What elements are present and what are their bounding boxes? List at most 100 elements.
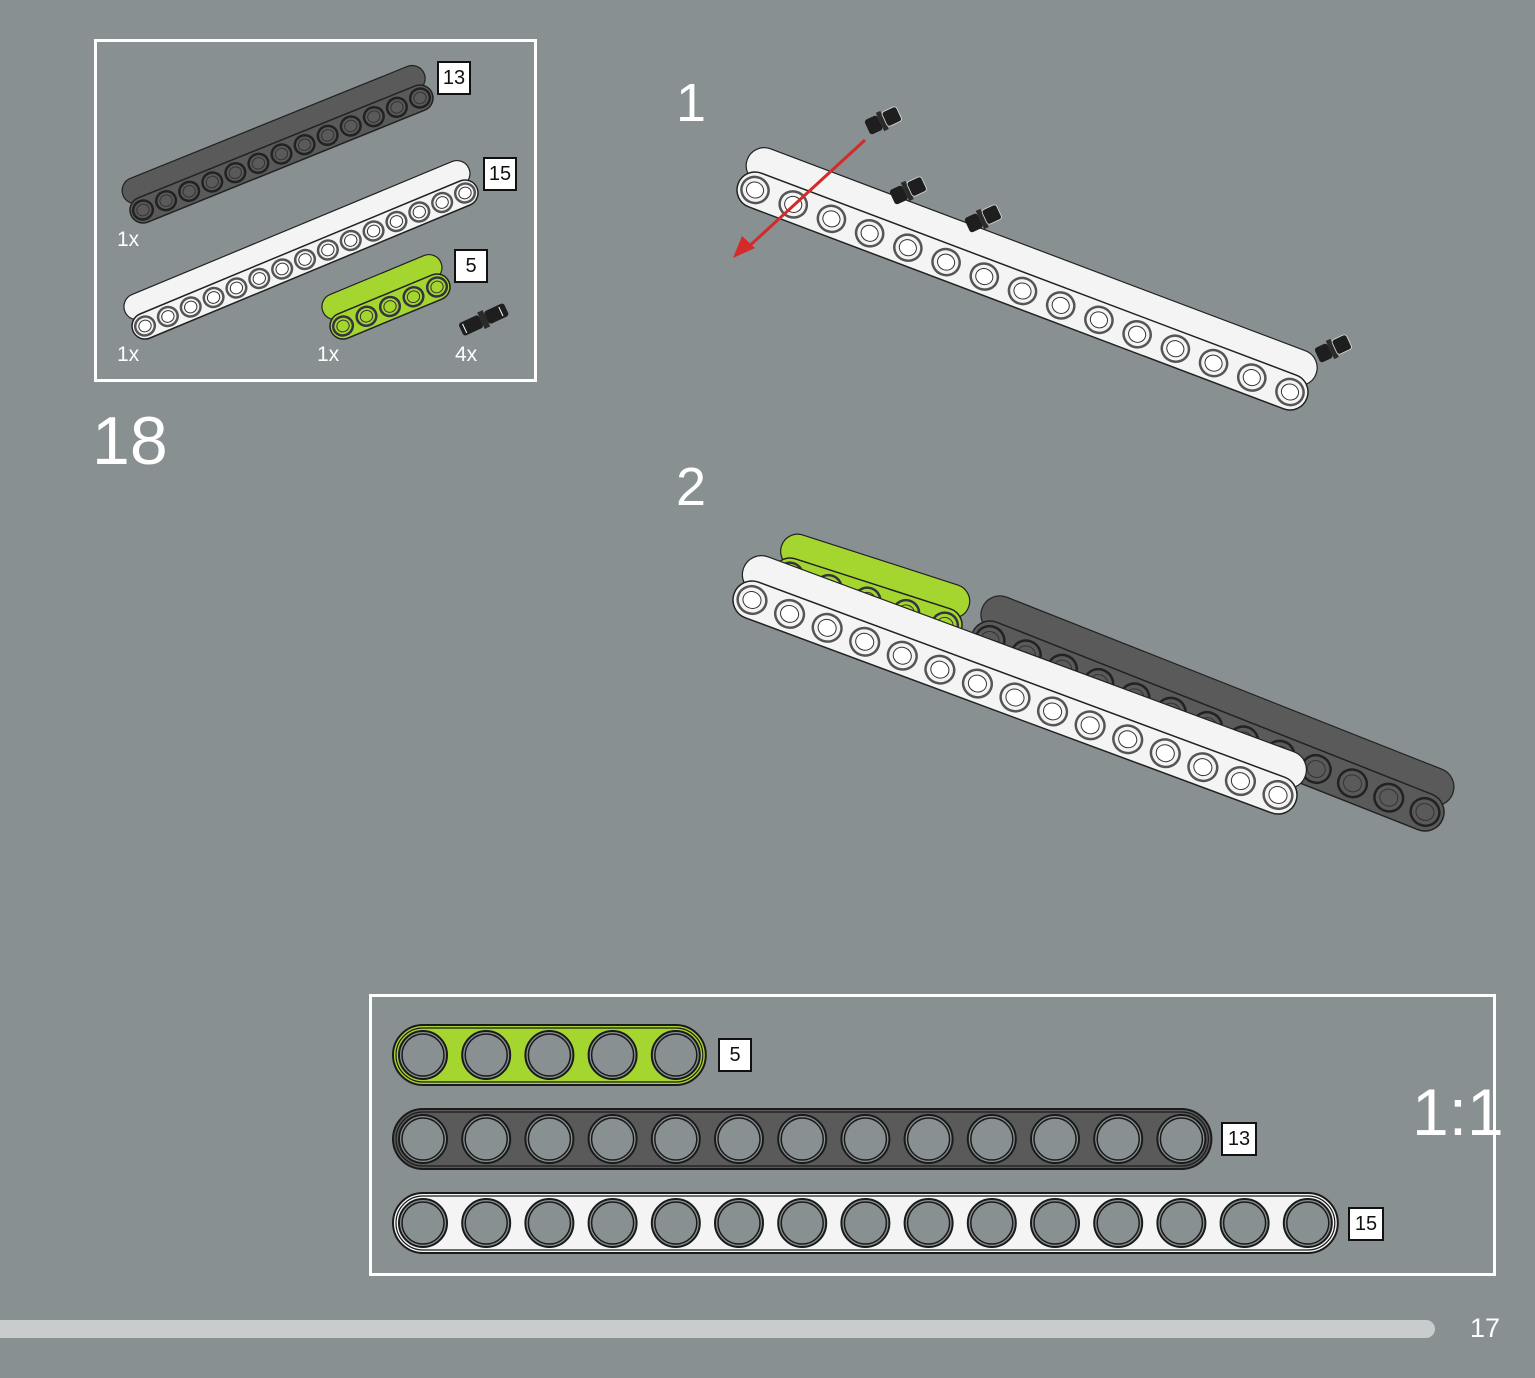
beam-hole	[1224, 766, 1257, 797]
beam-hole	[849, 626, 881, 657]
scale-tag-5: 5	[718, 1038, 752, 1072]
parts-list-box	[94, 39, 537, 382]
beam-hole	[362, 105, 385, 128]
beam-hole	[431, 191, 454, 214]
beam-hole	[1045, 291, 1076, 320]
lime-beam-5	[321, 254, 451, 340]
beam-hole	[811, 612, 843, 643]
substep-1-pin-floating	[864, 106, 902, 135]
beam-hole	[1007, 276, 1038, 306]
beam-hole	[225, 277, 248, 299]
substep-1-label: 1	[676, 73, 707, 133]
insert-arrow	[743, 138, 867, 252]
beam-hole	[1373, 782, 1405, 813]
beam-hole	[425, 276, 449, 298]
beam-hole	[736, 584, 768, 616]
substep-2-white-beam	[732, 555, 1307, 815]
beam-hole	[133, 315, 157, 337]
beam-hole	[155, 189, 178, 212]
quantity-connector-pin: 4x	[455, 343, 478, 366]
connector-pin-part	[459, 303, 509, 336]
beam-hole	[1409, 796, 1441, 828]
beam-hole	[1160, 334, 1191, 364]
scale-beam-5	[392, 1024, 707, 1086]
beam-hole	[355, 305, 378, 327]
dark-gray-beam-13-part	[121, 64, 434, 224]
scale-beam-13-shape	[392, 1108, 1213, 1170]
progress-bar	[0, 1320, 1435, 1338]
beam-hole	[131, 199, 155, 221]
dark-gray-beam-13	[121, 64, 434, 224]
scale-ratio-label: 1:1	[1412, 1075, 1504, 1149]
beam-hole	[402, 286, 425, 308]
insert-arrow-head	[733, 236, 755, 258]
beam-hole	[1275, 377, 1305, 407]
beam-hole	[1074, 710, 1106, 741]
beam-hole	[1198, 348, 1229, 378]
beam-hole	[1084, 305, 1114, 335]
beam-hole	[156, 305, 179, 328]
beam-hole	[316, 239, 339, 261]
step-number: 18	[92, 403, 168, 479]
beam-hole	[893, 233, 923, 263]
beam-hole	[385, 210, 408, 233]
beam-hole	[778, 190, 809, 219]
beam-hole	[248, 267, 271, 290]
quantity-white-beam: 1x	[117, 343, 140, 366]
beam-hole	[362, 220, 385, 242]
beam-hole	[1236, 363, 1267, 392]
scale-beam-15-shape	[392, 1192, 1339, 1254]
scale-beam-13	[392, 1108, 1213, 1170]
beam-hole	[270, 143, 293, 165]
beam-hole	[408, 201, 431, 223]
beam-hole	[385, 96, 408, 119]
beam-hole	[271, 258, 294, 280]
scale-beam-5-shape	[392, 1024, 707, 1086]
beam-hole	[178, 180, 201, 203]
length-tag-15: 15	[483, 157, 517, 191]
length-tag-5: 5	[454, 249, 488, 283]
beam-hole	[378, 295, 402, 318]
beam-hole	[339, 115, 362, 137]
substep-1-illustration	[733, 106, 1352, 411]
beam-hole	[1187, 752, 1219, 783]
beam-hole	[931, 247, 961, 277]
beam-hole	[202, 286, 225, 309]
substep-1-pin-3	[964, 204, 1002, 233]
beam-hole	[1036, 696, 1069, 727]
substep-1-white-beam	[736, 147, 1318, 411]
beam-hole	[331, 315, 355, 337]
page-number: 17	[1470, 1313, 1501, 1343]
quantity-lime-beam: 1x	[317, 343, 340, 366]
scale-reference-box	[369, 994, 1496, 1276]
beam-hole	[773, 598, 806, 629]
beam-hole	[339, 229, 362, 252]
lime-beam-5-part	[321, 254, 451, 340]
beam-hole	[1122, 319, 1152, 349]
beam-hole	[740, 175, 770, 205]
beam-hole	[1336, 768, 1369, 799]
beam-hole	[854, 218, 885, 248]
beam-hole	[924, 654, 956, 685]
beam-hole	[293, 133, 316, 156]
beam-hole	[201, 171, 224, 193]
beam-hole	[316, 124, 339, 147]
progress-bar-fill	[0, 1320, 1335, 1338]
substep-1-pin-4	[1314, 334, 1352, 363]
beam-hole	[179, 296, 202, 318]
beam-hole	[969, 262, 1000, 291]
beam-hole	[886, 640, 918, 671]
beam-hole	[224, 161, 247, 184]
beam-hole	[816, 204, 847, 234]
beam-hole	[293, 248, 317, 271]
length-tag-13: 13	[437, 61, 471, 95]
beam-hole	[999, 682, 1031, 713]
scale-beam-15	[392, 1192, 1339, 1254]
white-beam-15	[123, 160, 479, 340]
substep-1-pin-2	[889, 176, 927, 205]
beam-hole	[961, 668, 994, 699]
substep-2-illustration	[732, 533, 1455, 832]
substep-2-label: 2	[676, 457, 707, 517]
beam-hole	[453, 182, 477, 204]
white-beam-15-part	[123, 160, 479, 340]
